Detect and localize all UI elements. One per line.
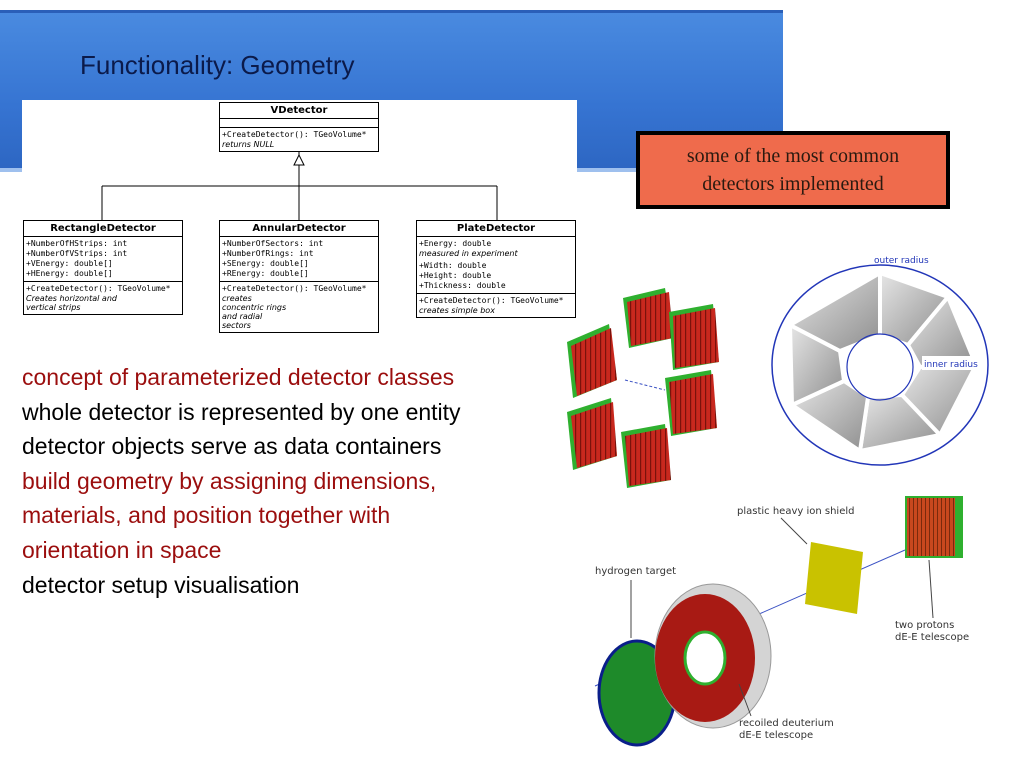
method-note: returns NULL — [222, 140, 275, 149]
method: +CreateDetector(): TGeoVolume* — [26, 284, 171, 293]
ion-shield — [805, 542, 863, 614]
attribute: +SEnergy: double[] — [222, 259, 309, 268]
callout-line: some of the most common — [686, 145, 900, 167]
callout-line: detectors implemented — [702, 173, 884, 195]
uml-class-plate: PlateDetector +Energy: double measured i… — [416, 220, 576, 318]
bullet-item: detector setup visualisation — [22, 571, 300, 598]
protons-label-line1: two protons — [895, 620, 954, 631]
uml-class-annular: AnnularDetector +NumberOfSectors: int +N… — [219, 220, 379, 333]
shield-leader — [780, 517, 808, 545]
attribute: +VEnergy: double[] — [26, 259, 113, 268]
strip-panel-lower-right — [665, 370, 717, 436]
inner-hole — [850, 337, 910, 397]
callout-box: some of the most common detectors implem… — [636, 131, 950, 209]
methods-section: +CreateDetector(): TGeoVolume* returns N… — [220, 128, 378, 151]
inner-radius-label: inner radius — [924, 360, 978, 370]
strip-panel-lower-left — [567, 398, 617, 470]
inner-radius-label-bg — [922, 356, 978, 370]
attribute: +NumberOfHStrips: int — [26, 239, 128, 248]
proton-telescope — [905, 496, 963, 558]
attributes-section: +NumberOfHStrips: int +NumberOfVStrips: … — [24, 237, 182, 282]
bullet-item: orientation in space — [22, 536, 222, 563]
uml-class-rectangle: RectangleDetector +NumberOfHStrips: int … — [23, 220, 183, 315]
uml-connectors — [101, 152, 498, 220]
annular-detector-figure: outer radius inner radius — [771, 256, 989, 466]
method-note: and radial — [222, 312, 263, 321]
attribute: +Energy: double — [419, 239, 492, 248]
uml-class-diagram: VDetector +CreateDetector(): TGeoVolume*… — [22, 100, 577, 340]
beam-axis — [624, 379, 666, 391]
protons-leader — [928, 559, 934, 619]
class-name: RectangleDetector — [24, 221, 182, 237]
attribute: +REnergy: double[] — [222, 269, 309, 278]
deuterium-label-line2: dE-E telescope — [739, 730, 813, 741]
method-note: Creates horizontal and — [26, 294, 117, 303]
deuterium-label-line1: recoiled deuterium — [739, 718, 834, 729]
bullet-item: whole detector is represented by one ent… — [22, 398, 461, 425]
slide-title: Functionality: Geometry — [80, 50, 355, 80]
strip-panel-upper-left — [567, 324, 617, 398]
setup-visualisation-figure: plastic heavy ion shield hydrogen target… — [594, 496, 969, 747]
class-name: PlateDetector — [417, 221, 575, 237]
uml-class-vdetector: VDetector +CreateDetector(): TGeoVolume*… — [219, 102, 379, 152]
class-name: VDetector — [220, 103, 378, 119]
method: +CreateDetector(): TGeoVolume* — [222, 130, 367, 139]
strip-panel-upper-right — [669, 304, 719, 370]
strip-panel-bottom — [621, 424, 671, 488]
attribute: +Width: double — [419, 261, 487, 270]
annular-sectors — [785, 269, 980, 455]
method-note: vertical strips — [26, 303, 81, 312]
bullet-item: concept of parameterized detector classe… — [22, 364, 455, 390]
bullet-item: materials, and position together with — [22, 502, 391, 529]
bullet-list: concept of parameterized detector classe… — [22, 360, 582, 602]
method-note: concentric rings — [222, 303, 287, 312]
protons-label-line2: dE-E telescope — [895, 632, 969, 643]
method-note: creates simple box — [419, 306, 495, 315]
class-name: AnnularDetector — [220, 221, 378, 237]
attributes-section: +NumberOfSectors: int +NumberOfRings: in… — [220, 237, 378, 282]
outer-radius-label: outer radius — [874, 256, 929, 266]
deuterium-leader — [738, 683, 752, 717]
attribute: +NumberOfVStrips: int — [26, 249, 128, 258]
strip-panel-top — [623, 288, 673, 348]
attribute: +NumberOfSectors: int — [222, 239, 324, 248]
method-note: creates — [222, 294, 252, 303]
attribute: +NumberOfRings: int — [222, 249, 314, 258]
methods-section: +CreateDetector(): TGeoVolume* creates c… — [220, 282, 378, 332]
bullet-item: detector objects serve as data container… — [22, 433, 442, 460]
attribute-note: measured in experiment — [419, 249, 518, 258]
strip-detector-figure — [567, 288, 719, 488]
outer-radius-circle — [771, 264, 989, 466]
method: +CreateDetector(): TGeoVolume* — [222, 284, 367, 293]
methods-section: +CreateDetector(): TGeoVolume* creates s… — [417, 294, 575, 317]
attributes-section: +Energy: double measured in experiment +… — [417, 237, 575, 294]
bullet-item: build geometry by assigning dimensions, — [22, 467, 437, 494]
shield-label: plastic heavy ion shield — [737, 506, 855, 517]
deuterium-telescope — [654, 583, 772, 729]
attributes-section — [220, 119, 378, 128]
method-note: sectors — [222, 321, 251, 330]
attribute: +Height: double — [419, 271, 492, 280]
method: +CreateDetector(): TGeoVolume* — [419, 296, 564, 305]
target-label: hydrogen target — [595, 566, 676, 577]
methods-section: +CreateDetector(): TGeoVolume* Creates h… — [24, 282, 182, 314]
attribute: +HEnergy: double[] — [26, 269, 113, 278]
inner-radius-circle — [846, 333, 914, 401]
attribute: +Thickness: double — [419, 281, 506, 290]
